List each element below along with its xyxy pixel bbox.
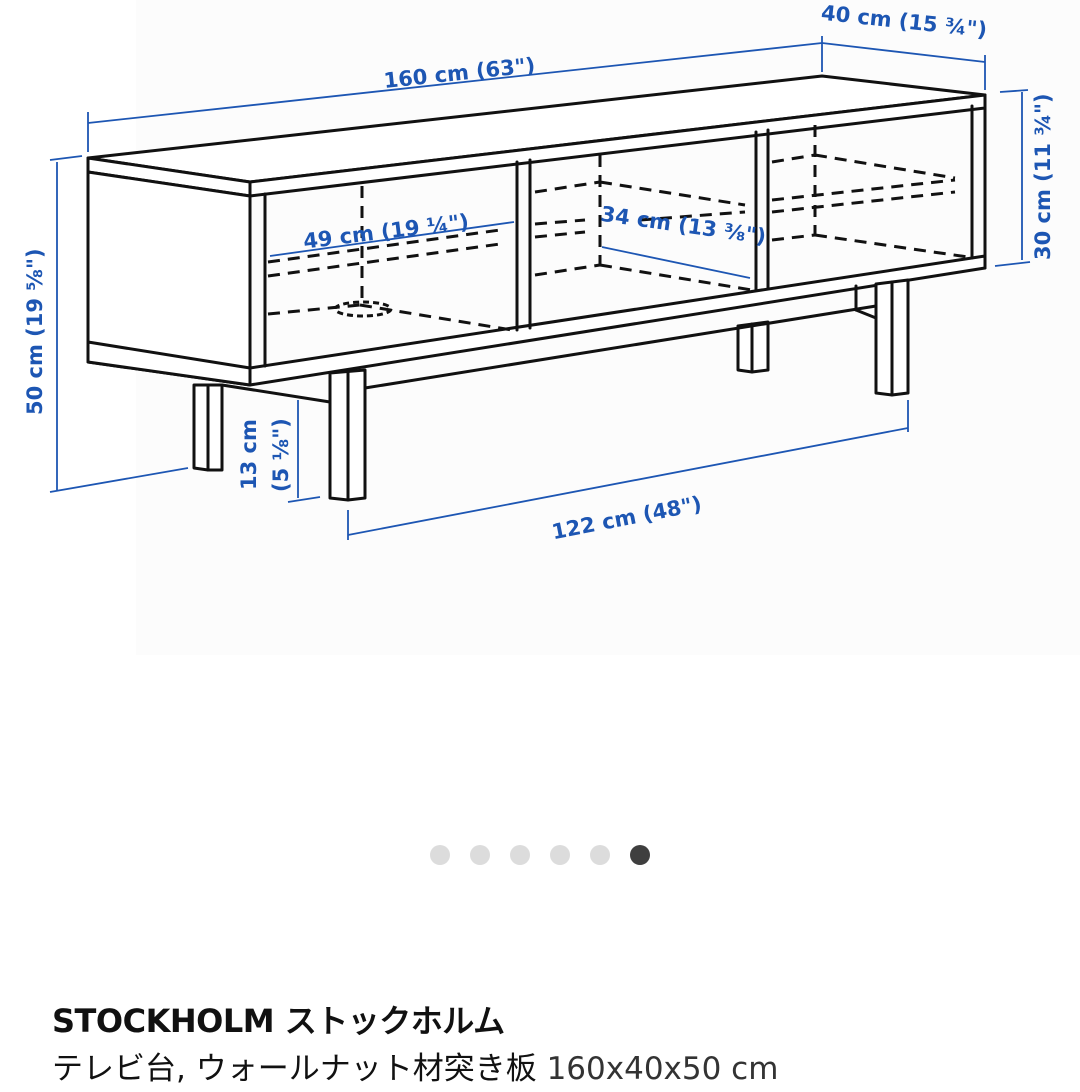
dim-width-label: 160 cm (63"): [382, 53, 536, 93]
product-description-line: テレビ台, ウォールナット材突き板 160x40x50 cm: [52, 1046, 1062, 1092]
pager-dot-3[interactable]: [510, 845, 530, 865]
pager-dot-4[interactable]: [550, 845, 570, 865]
dim-leg-height-in-label: (5 ⅛"): [269, 418, 293, 492]
product-size: 160x40x50 cm: [546, 1051, 779, 1087]
dim-inner-height-label: 30 cm (11 ¾"): [1031, 93, 1055, 260]
pager-dot-6-active[interactable]: [630, 845, 650, 865]
dimension-drawing: 160 cm (63") 40 cm (15 ¾") 50 cm (19 ⅝")…: [23, 1, 1055, 545]
dim-leg-height-cm-label: 13 cm: [237, 419, 261, 490]
product-info: STOCKHOLM ストックホルム テレビ台, ウォールナット材突き板 160x…: [52, 998, 1062, 1092]
dim-depth-label: 40 cm (15 ¾"): [820, 1, 988, 42]
pager-dot-1[interactable]: [430, 845, 450, 865]
product-description: テレビ台, ウォールナット材突き板: [52, 1051, 537, 1087]
dim-compartment-depth-label: 34 cm (13 ⅜"): [599, 202, 767, 249]
product-name: STOCKHOLM ストックホルム: [52, 1002, 505, 1040]
product-image[interactable]: 160 cm (63") 40 cm (15 ¾") 50 cm (19 ⅝")…: [0, 0, 1080, 660]
image-pager: [0, 842, 1080, 868]
dim-leg-span-label: 122 cm (48"): [550, 492, 704, 545]
pager-dot-2[interactable]: [470, 845, 490, 865]
pager-dot-5[interactable]: [590, 845, 610, 865]
dim-compartment-width-label: 49 cm (19 ¼"): [302, 209, 470, 253]
dim-height-label: 50 cm (19 ⅝"): [23, 248, 47, 415]
